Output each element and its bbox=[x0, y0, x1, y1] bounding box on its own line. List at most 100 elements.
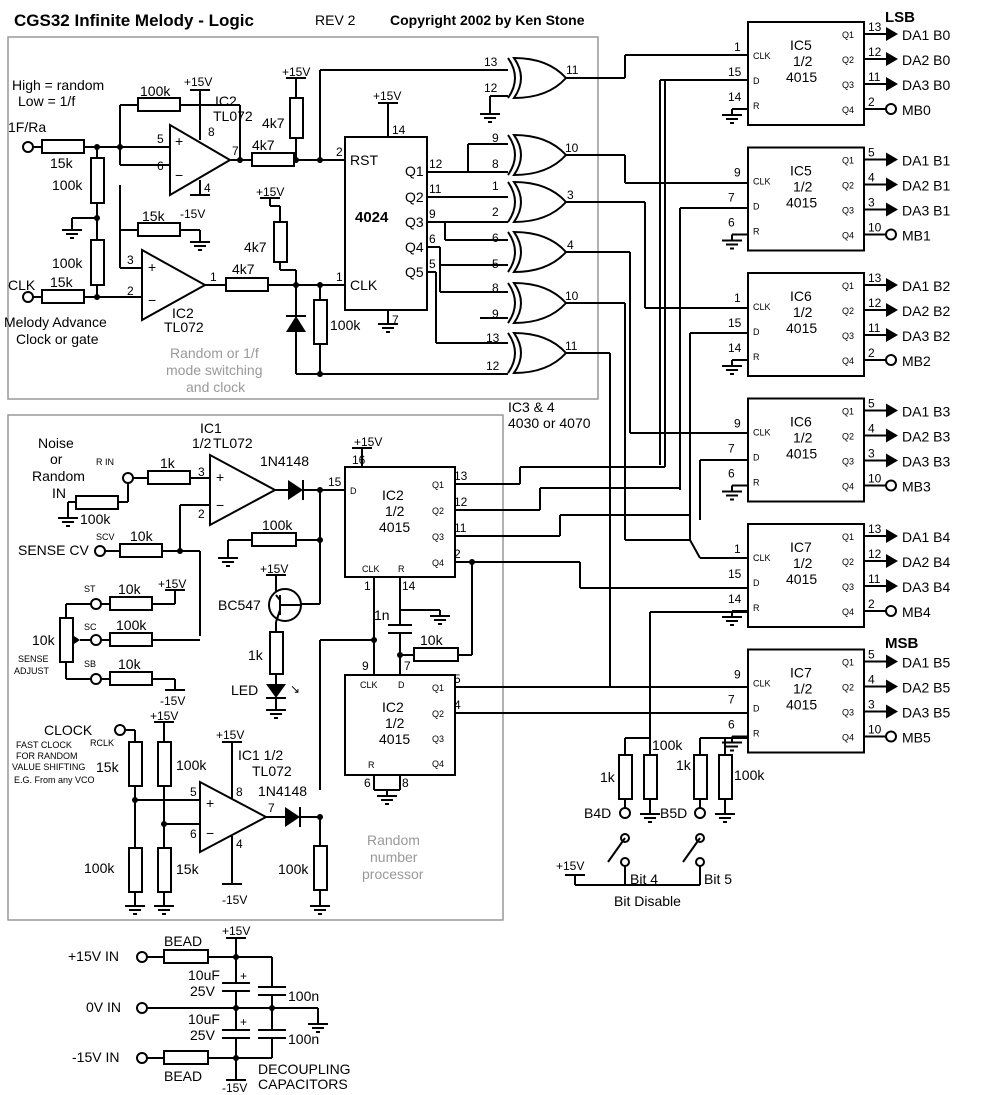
opamp-label: IC2 bbox=[215, 93, 237, 109]
resistor-1k-led bbox=[269, 631, 284, 675]
svg-text:2: 2 bbox=[127, 284, 134, 298]
resistor-label: 100k bbox=[262, 517, 293, 533]
svg-text:5: 5 bbox=[868, 648, 875, 662]
resistor-100k-divider-bottom bbox=[90, 239, 105, 286]
svg-text:D: D bbox=[753, 202, 760, 212]
svg-text:13: 13 bbox=[454, 469, 468, 483]
shift-register-ic7-4 bbox=[747, 523, 865, 628]
sense-top-terminal[interactable] bbox=[90, 598, 102, 610]
resistor-100k-clk bbox=[313, 299, 328, 345]
clk-input-label: CLK bbox=[8, 277, 36, 293]
svg-text:D: D bbox=[398, 680, 405, 690]
svg-text:5: 5 bbox=[429, 257, 436, 271]
resistor-label: 1k bbox=[248, 647, 264, 663]
output-terminal[interactable] bbox=[885, 605, 897, 617]
clk-input-terminal[interactable] bbox=[22, 291, 34, 303]
decoupling-label: DECOUPLING bbox=[258, 1061, 351, 1077]
sense-adjust-pot[interactable] bbox=[59, 617, 74, 663]
switch-bit4[interactable] bbox=[607, 837, 626, 863]
ic2-4015-upper bbox=[344, 466, 456, 578]
svg-text:+15V: +15V bbox=[373, 89, 401, 103]
svg-text:−: − bbox=[206, 825, 214, 841]
svg-text:Q4: Q4 bbox=[405, 239, 424, 255]
switch-bit5[interactable] bbox=[682, 837, 701, 863]
output-terminal[interactable] bbox=[885, 103, 897, 115]
output-label: DA2 B0 bbox=[902, 52, 950, 68]
svg-text:R: R bbox=[753, 227, 760, 237]
svg-text:CLK: CLK bbox=[753, 428, 771, 438]
svg-text:SCV: SCV bbox=[96, 532, 115, 542]
svg-text:R: R bbox=[398, 564, 405, 574]
b5d-terminal[interactable] bbox=[694, 807, 706, 819]
svg-text:5: 5 bbox=[868, 146, 875, 160]
svg-text:Q2: Q2 bbox=[842, 55, 854, 65]
resistor-label: 100k bbox=[52, 255, 83, 271]
svg-text:or: or bbox=[50, 451, 63, 467]
svg-text:13: 13 bbox=[868, 522, 882, 536]
output-label: DA1 B1 bbox=[902, 153, 950, 169]
svg-text:12: 12 bbox=[429, 157, 443, 171]
power-0v-terminal[interactable] bbox=[136, 1002, 148, 1014]
svg-text:Q3: Q3 bbox=[842, 331, 854, 341]
output-terminal[interactable] bbox=[885, 730, 897, 743]
pot-value: 10k bbox=[32, 632, 56, 648]
resistor-label: 100k bbox=[176, 757, 207, 773]
power-minus15-terminal[interactable] bbox=[136, 1052, 148, 1064]
sense-bottom-terminal[interactable] bbox=[90, 673, 102, 685]
ic-name: IC7 bbox=[790, 665, 812, 681]
svg-text:10: 10 bbox=[868, 221, 882, 235]
svg-text:1: 1 bbox=[734, 291, 741, 305]
svg-text:+15V: +15V bbox=[260, 562, 288, 576]
svg-text:CLK: CLK bbox=[362, 564, 380, 574]
svg-text:7: 7 bbox=[728, 442, 735, 456]
svg-text:13: 13 bbox=[486, 331, 500, 345]
resistor-100k-base bbox=[251, 532, 297, 547]
svg-text:6: 6 bbox=[157, 159, 164, 173]
resistor-4k7-pullup bbox=[289, 97, 304, 139]
resistor-15k-bias-bottom bbox=[157, 847, 172, 893]
output-label: DA1 B0 bbox=[902, 27, 950, 43]
svg-text:CLK: CLK bbox=[350, 277, 378, 293]
output-label: DA1 B4 bbox=[902, 529, 950, 545]
resistor-100k-b5 bbox=[718, 754, 733, 800]
svg-text:Q1: Q1 bbox=[405, 163, 424, 179]
resistor-10k-feedback bbox=[413, 647, 459, 662]
sense-center-terminal[interactable] bbox=[90, 634, 102, 646]
clock-input-terminal[interactable] bbox=[114, 724, 126, 736]
output-label: MB0 bbox=[902, 102, 931, 118]
output-terminal[interactable] bbox=[885, 354, 897, 366]
resistor-label: 10k bbox=[130, 528, 154, 544]
b4d-terminal[interactable] bbox=[619, 807, 631, 819]
svg-text:13: 13 bbox=[868, 20, 882, 34]
resistor-100k-feedback bbox=[137, 97, 181, 112]
svg-text:4015: 4015 bbox=[379, 519, 410, 535]
svg-text:14: 14 bbox=[392, 123, 406, 137]
svg-text:2: 2 bbox=[198, 507, 205, 521]
input-1fra-terminal[interactable] bbox=[22, 141, 34, 153]
output-terminal[interactable] bbox=[885, 479, 897, 492]
clock-input-label: CLOCK bbox=[44, 722, 93, 738]
svg-text:B4D: B4D bbox=[584, 805, 611, 821]
output-label: DA3 B0 bbox=[902, 77, 950, 93]
resistor-label: 4k7 bbox=[252, 137, 275, 153]
resistor-label: 100k bbox=[330, 317, 361, 333]
sense-cv-terminal[interactable] bbox=[94, 545, 106, 557]
svg-text:+: + bbox=[206, 795, 214, 811]
svg-text:25V: 25V bbox=[190, 983, 216, 999]
svg-text:12: 12 bbox=[454, 495, 468, 509]
svg-text:8: 8 bbox=[492, 281, 499, 295]
svg-text:ST: ST bbox=[84, 584, 96, 594]
random-in-terminal[interactable] bbox=[122, 472, 134, 484]
svg-text:TL072: TL072 bbox=[252, 763, 292, 779]
svg-text:11: 11 bbox=[868, 70, 881, 84]
output-terminal[interactable] bbox=[885, 228, 897, 241]
svg-text:Random: Random bbox=[32, 468, 85, 484]
power-plus15-terminal[interactable] bbox=[136, 951, 148, 963]
resistor-label: 1k bbox=[160, 455, 176, 471]
resistor-10k-scv bbox=[119, 543, 163, 558]
svg-text:6: 6 bbox=[728, 718, 735, 732]
svg-text:R: R bbox=[753, 101, 760, 111]
svg-text:9: 9 bbox=[492, 307, 499, 321]
svg-text:Q2: Q2 bbox=[405, 189, 424, 205]
